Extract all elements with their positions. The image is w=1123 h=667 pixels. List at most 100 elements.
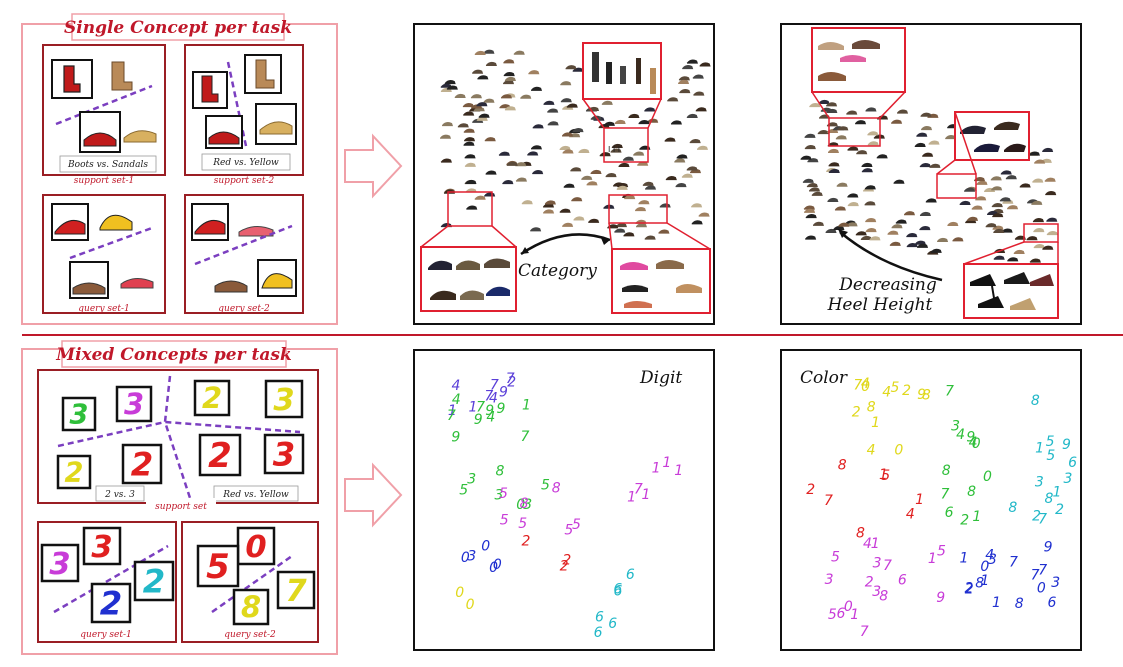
query-set-label: query set-1 [78, 304, 129, 314]
shoe-thumbnail [847, 202, 859, 207]
inset-sneakers [420, 246, 517, 312]
digit-point: 3 [467, 549, 476, 565]
digit-glyph: 5 [206, 547, 230, 587]
shoe-thumbnail [559, 145, 571, 150]
digit-point: 0 [972, 436, 981, 452]
digit-point: 8 [552, 481, 561, 497]
shoe-thumbnail [470, 94, 482, 99]
digit-point: 1 [674, 463, 683, 479]
shoe-thumbnail [686, 113, 698, 118]
query-set-1: query set-1 [42, 194, 166, 314]
shoe-thumbnail [818, 99, 830, 104]
shoe-thumbnail [919, 211, 931, 216]
shoe-thumbnail [647, 118, 659, 123]
shoe-thumbnail [633, 151, 645, 156]
query-digit-image [276, 570, 316, 610]
shoe-thumbnail [865, 217, 877, 223]
support-set-label: support set [155, 502, 207, 512]
digit-point: 1 [915, 492, 924, 508]
shoe-thumbnail [628, 113, 640, 119]
shoe-thumbnail [869, 236, 881, 241]
shoe-thumbnail [611, 143, 623, 149]
shoe-thumbnail [897, 109, 909, 114]
mid-heel-thumbnails [960, 121, 1026, 152]
digit-point: 1 [959, 551, 968, 567]
shoe-thumbnail [1014, 235, 1026, 240]
shoe-thumbnail [667, 97, 679, 102]
shoe-thumbnail [1045, 190, 1057, 196]
digit-point: 5 [459, 483, 468, 499]
shoe-thumbnail [520, 94, 532, 99]
shoe-thumbnail [919, 162, 931, 168]
shoe-thumbnail [586, 181, 598, 186]
support-set-label: support set-1 [74, 176, 134, 186]
shoe-thumbnail [658, 229, 670, 234]
shoe-thumbnail [566, 103, 578, 108]
shoe-thumbnail [811, 191, 823, 196]
digit-point: 2 [865, 575, 874, 591]
shoe-thumbnail [847, 146, 859, 151]
shoe-thumbnail [615, 222, 627, 228]
digit-point: 4 [969, 435, 978, 451]
shoe-thumbnail [636, 223, 648, 228]
digit-point: 5 [572, 517, 581, 533]
shoe-thumbnail [991, 186, 1003, 191]
digit-point: 4 [985, 548, 994, 564]
digit-point: 6 [1048, 595, 1057, 611]
shoe-thumbnail [992, 212, 1004, 218]
shoe-thumbnail [846, 110, 858, 115]
shoe-thumbnail [805, 235, 817, 240]
boot-thumbnails [592, 52, 656, 94]
shoe-thumbnail [1034, 159, 1046, 164]
shoe-thumbnail [1042, 245, 1054, 250]
digit-point: 6 [595, 609, 604, 625]
digit-point: 1 [992, 595, 1001, 611]
inset-mid-heels [954, 111, 1030, 161]
shoe-thumbnail [573, 216, 585, 221]
shoe-thumbnail [974, 177, 986, 182]
digit-point: 3 [873, 555, 882, 571]
shoe-thumbnail [610, 148, 622, 153]
shoe-thumbnail [454, 93, 466, 98]
shoe-thumbnail [1042, 147, 1054, 152]
shoe-thumbnail [670, 120, 682, 125]
digit-point: 3 [988, 552, 997, 568]
support-set-2: Red vs. Yellow support set-2 [184, 44, 304, 186]
shoe-thumbnail [802, 178, 814, 183]
digit-point: 0 [983, 469, 992, 485]
shoe-thumbnail [464, 154, 476, 159]
digit-point: 7 [1038, 512, 1047, 528]
shoe-thumbnail [1019, 183, 1031, 188]
digit-point: 5 [1046, 434, 1055, 450]
digit-point: 1 [871, 536, 880, 552]
shoe-thumbnail [1044, 177, 1056, 182]
shoe-thumbnail [887, 230, 899, 235]
digit-point: 8 [1031, 393, 1040, 409]
shoe-thumbnail [622, 156, 634, 161]
query-set-label: query set-2 [218, 304, 270, 314]
shoe-thumbnail [638, 200, 650, 205]
digit-point: 9 [451, 429, 460, 445]
shoe-thumbnail [561, 132, 573, 137]
shoe-thumbnail [659, 203, 671, 208]
shoe-thumbnail [603, 121, 615, 126]
digit-glyph: 2 [143, 562, 165, 600]
digit-point: 8 [1044, 491, 1053, 507]
shoe-thumbnail [457, 123, 469, 128]
shoe-thumbnail [904, 211, 916, 216]
digit-glyph: 3 [70, 400, 89, 431]
digit-point: 4 [452, 378, 461, 394]
shoe-thumbnail [444, 79, 456, 85]
query-set-label: query set-1 [80, 630, 131, 640]
shoe-thumbnail [502, 180, 514, 185]
digit-point: 5 [518, 516, 527, 532]
shoe-thumbnail [562, 222, 574, 227]
shoe-thumbnail [861, 168, 873, 173]
shoe-thumbnail [828, 162, 840, 167]
shoe-thumbnail [895, 219, 907, 224]
shoe-thumbnail [675, 183, 687, 188]
digit-point: 8 [856, 525, 865, 541]
shoe-thumbnail [817, 130, 829, 135]
digit-point: 3 [1051, 575, 1060, 591]
